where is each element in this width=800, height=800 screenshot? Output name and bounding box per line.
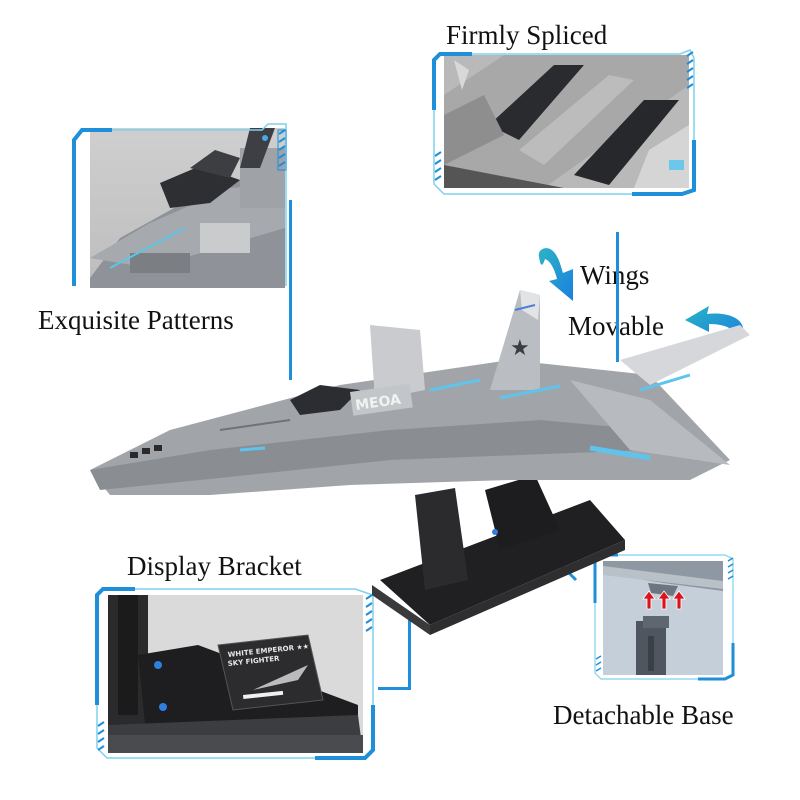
label-firmly-spliced: Firmly Spliced <box>446 20 608 50</box>
connector-line-bracket-horizontal <box>378 687 411 690</box>
wing-splice-detail-photo <box>444 55 689 188</box>
label-wings: Wings <box>580 260 650 290</box>
connector-line-exquisite <box>289 200 292 380</box>
label-detachable-base: Detachable Base <box>553 700 734 730</box>
connector-line-bracket-vertical <box>408 620 411 690</box>
display-stand <box>372 475 625 635</box>
connector-line-spliced <box>616 232 619 362</box>
label-exquisite-patterns: Exquisite Patterns <box>38 305 234 335</box>
detail-frame-display-bracket: WHITE EMPEROR ★★ SKY FIGHTER <box>95 585 375 760</box>
frame-border <box>72 123 287 286</box>
curved-arrow-down-icon <box>538 248 573 301</box>
jet-model-illustration: ★ MEOA <box>90 290 750 635</box>
base-detach-photo <box>603 561 723 675</box>
label-display-bracket: Display Bracket <box>127 551 302 581</box>
detail-frame-firmly-spliced <box>432 49 696 196</box>
bracket-detail-photo: WHITE EMPEROR ★★ SKY FIGHTER <box>108 595 363 753</box>
jet-marking: MEOA <box>354 392 402 414</box>
frame-border <box>432 49 696 196</box>
cockpit-detail-photo <box>90 128 285 288</box>
label-movable: Movable <box>568 313 664 340</box>
tail-star: ★ <box>510 336 530 361</box>
detail-frame-exquisite-patterns <box>72 118 290 288</box>
detail-frame-detachable-base <box>593 553 735 681</box>
red-arrow-up-icon <box>642 590 686 610</box>
frame-border <box>95 587 375 760</box>
curved-arrow-left-icon <box>685 306 744 341</box>
